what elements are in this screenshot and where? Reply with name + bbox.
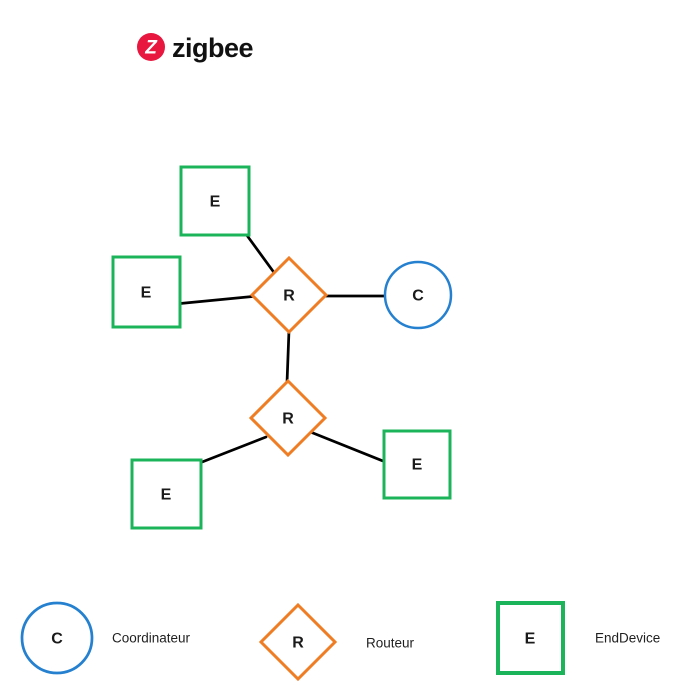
zigbee-logo: Z zigbee xyxy=(137,33,254,63)
node-label: E xyxy=(161,487,172,504)
legend-end-device-square xyxy=(496,601,565,675)
legend-symbol: C xyxy=(51,631,63,648)
legend-coordinator-circle xyxy=(20,601,94,675)
edge-r2-e3 xyxy=(195,435,268,466)
end-device-square xyxy=(111,255,182,329)
node-label: C xyxy=(412,288,424,305)
router-diamond xyxy=(248,378,328,458)
end-device-square xyxy=(179,165,251,237)
edge-e1-r1 xyxy=(241,228,280,280)
legend-router-diamond xyxy=(258,602,338,682)
end-device-square xyxy=(130,458,203,530)
network-edges xyxy=(173,228,392,466)
legend-label-coordinator: Coordinateur xyxy=(112,631,191,646)
network-nodes: E E R C R xyxy=(111,165,453,530)
node-label: E xyxy=(141,285,152,302)
legend-item-router: R Routeur xyxy=(258,602,415,682)
brand-wordmark: zigbee xyxy=(172,33,254,63)
legend-label-end-device: EndDevice xyxy=(595,631,660,646)
node-label: R xyxy=(282,411,294,428)
node-label: R xyxy=(283,288,295,305)
legend-symbol: R xyxy=(292,635,304,652)
node-end-device-bottom-left: E xyxy=(130,458,203,530)
node-end-device-left: E xyxy=(111,255,182,329)
edge-e2-r1 xyxy=(173,294,260,306)
legend-item-coordinator: C Coordinateur xyxy=(20,601,191,675)
node-label: E xyxy=(412,457,423,474)
node-router-bottom: R xyxy=(248,378,328,458)
legend-label-router: Routeur xyxy=(366,636,415,651)
node-label: E xyxy=(210,194,221,211)
router-diamond xyxy=(249,255,329,335)
logo-z-monogram: Z xyxy=(144,38,158,59)
edge-r2-e4 xyxy=(306,429,390,465)
node-router-top: R xyxy=(249,255,329,335)
coordinator-circle xyxy=(383,260,453,330)
legend-symbol: E xyxy=(525,631,536,648)
legend: C Coordinateur R Routeur E EndDevice xyxy=(20,601,660,682)
end-device-square xyxy=(382,429,452,500)
node-end-device-top: E xyxy=(179,165,251,237)
node-end-device-right: E xyxy=(382,429,452,500)
logo-circle xyxy=(137,33,165,61)
edge-r1-r2 xyxy=(285,328,291,385)
legend-item-end-device: E EndDevice xyxy=(496,601,660,675)
node-coordinator: C xyxy=(383,260,453,330)
